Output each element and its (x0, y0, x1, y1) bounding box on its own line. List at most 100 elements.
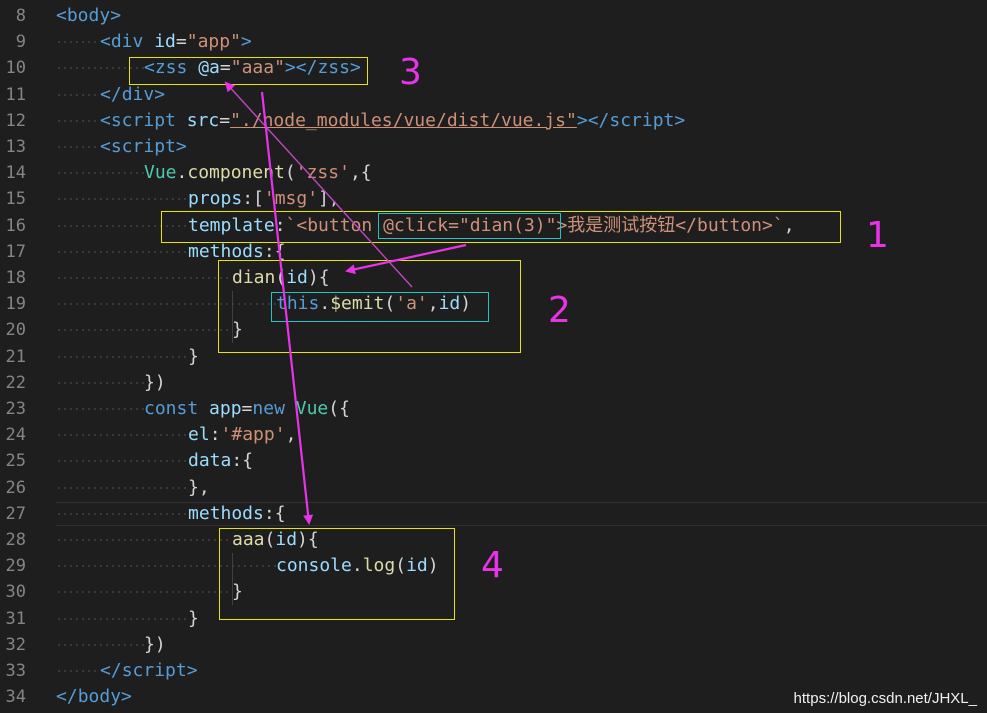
indent-whitespace (56, 631, 144, 658)
line-number: 23 (5, 399, 26, 419)
line-number: 34 (5, 687, 26, 708)
line-number: 14 (5, 163, 26, 184)
code-token: methods (188, 502, 264, 524)
code-token: < (100, 31, 111, 53)
code-token: props (188, 188, 243, 210)
code-token: < (56, 5, 67, 26)
code-token: $emit (330, 293, 385, 315)
line-number: 20 (5, 320, 26, 341)
code-token: = (219, 109, 231, 131)
code-line: 33</script> (0, 658, 987, 684)
code-token: 'a' (395, 293, 428, 315)
code-token: methods (188, 240, 264, 262)
code-text: el:'#app', (56, 422, 297, 449)
code-token: script (121, 660, 187, 681)
line-number: 21 (5, 346, 26, 367)
code-token: id (406, 555, 428, 577)
arrow-emit-to-zss (224, 81, 413, 288)
code-token: ( (275, 267, 287, 288)
line-number: 19 (5, 294, 26, 315)
code-token: ) (427, 555, 439, 577)
code-token: data (188, 450, 232, 472)
code-token: id (275, 529, 298, 550)
code-line: 20} (0, 317, 987, 344)
code-token: } (232, 319, 243, 341)
code-token: script (110, 136, 176, 157)
code-token: : (209, 424, 221, 446)
code-token: ( (395, 555, 407, 577)
code-text: methods:{ (56, 500, 286, 527)
code-token: "./node_modules/vue/dist/vue.js" (230, 109, 577, 131)
code-token: ( (264, 529, 276, 550)
line-number: 17 (5, 241, 26, 262)
line-number: 16 (5, 215, 26, 236)
code-token: . (176, 162, 188, 184)
code-text: <div id="app"> (56, 29, 252, 56)
code-line: 13<script> (0, 134, 987, 160)
indent-whitespace (56, 396, 144, 422)
indent-whitespace (56, 291, 276, 318)
code-token: zss (317, 57, 350, 79)
code-line: 21} (0, 343, 987, 370)
arrow-click-to-dian (345, 243, 467, 275)
code-token: > (349, 57, 361, 79)
step-label-3: 3 (399, 52, 422, 93)
line-number: 8 (15, 6, 26, 26)
code-token: template (188, 214, 275, 236)
code-line: 9<div id="app"> (0, 29, 987, 56)
code-token: > (674, 109, 686, 131)
code-token: new (252, 398, 285, 419)
code-token: dian (232, 267, 276, 288)
code-token: aaa (232, 529, 265, 550)
indent-whitespace (56, 212, 188, 239)
code-token: "aaa" (230, 57, 285, 79)
code-token: '#app' (220, 424, 286, 446)
code-text: <script src="./node_modules/vue/dist/vue… (56, 107, 686, 134)
code-token: </ (100, 660, 122, 681)
code-token: } (188, 345, 199, 367)
code-token: > (186, 660, 198, 681)
indent-whitespace (56, 107, 100, 134)
code-token: , (285, 424, 297, 446)
code-token: src (186, 109, 220, 131)
code-text: props:['msg'], (56, 186, 340, 213)
code-text: </div> (56, 81, 166, 108)
code-text: </body> (56, 684, 132, 710)
code-token: 'zss' (295, 162, 350, 184)
code-token: > (110, 5, 122, 26)
code-token: script (110, 109, 176, 131)
code-line: 8<body> (0, 3, 987, 29)
code-token: zss (154, 57, 188, 79)
code-token: > (154, 83, 166, 105)
code-token: ></ (284, 57, 318, 79)
indent-whitespace (56, 186, 188, 213)
code-text: console.log(id) (56, 553, 439, 580)
code-token: . (351, 555, 363, 577)
code-text: this.$emit('a',id) (56, 291, 471, 318)
line-number: 26 (5, 477, 26, 498)
code-token: log (362, 555, 396, 577)
code-token: Vue (144, 162, 177, 184)
code-token: , (783, 214, 795, 236)
code-token: div (110, 31, 144, 53)
code-line: 30} (0, 579, 987, 606)
code-token: this (276, 293, 320, 315)
indent-whitespace (56, 579, 232, 606)
code-text: }) (56, 369, 166, 396)
code-token: id (438, 293, 461, 315)
code-token: , (427, 293, 439, 315)
indent-whitespace (56, 81, 100, 108)
indent-whitespace (56, 317, 232, 344)
code-token: < (100, 136, 111, 157)
indent-guide (232, 553, 233, 605)
code-token: el (188, 424, 210, 446)
code-line: 11</div> (0, 81, 987, 108)
code-text: dian(id){ (56, 265, 330, 291)
